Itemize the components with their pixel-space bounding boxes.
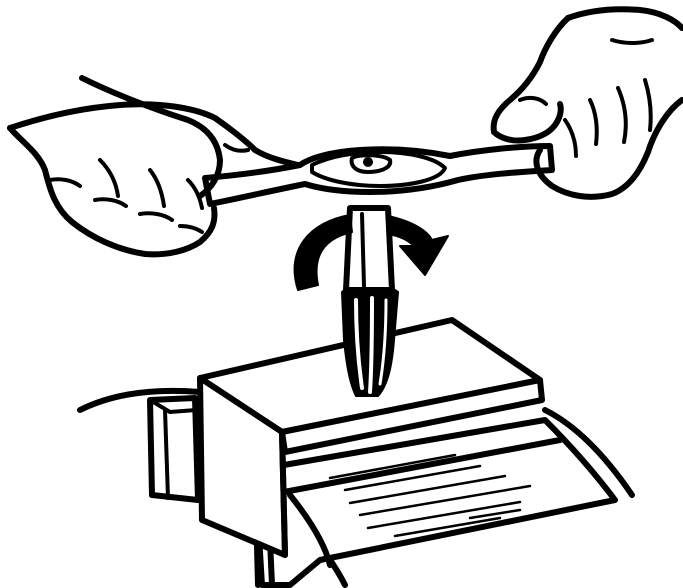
tap-wrench [205,146,552,204]
tap-shank-line [362,214,364,286]
right-hand-finger-lines [565,80,651,156]
left-hand-palm [10,128,214,254]
right-hand-thumb-tip [520,98,546,104]
rotation-arrow-left [295,215,352,290]
wrench-jaw-dot [364,158,372,166]
left-hand [10,78,298,254]
tap-shank [346,208,392,290]
left-hand-wrist [225,145,248,151]
tap-tool [342,208,398,396]
left-hand-thumb [82,78,220,196]
workpiece-edge [282,432,285,555]
right-hand-wrist [612,40,652,43]
right-hand-outline [568,9,682,28]
right-hand-back [494,18,568,132]
left-hand-outline [10,104,298,165]
tap-flute-2 [370,298,372,392]
rotation-arrow-right [388,216,448,275]
